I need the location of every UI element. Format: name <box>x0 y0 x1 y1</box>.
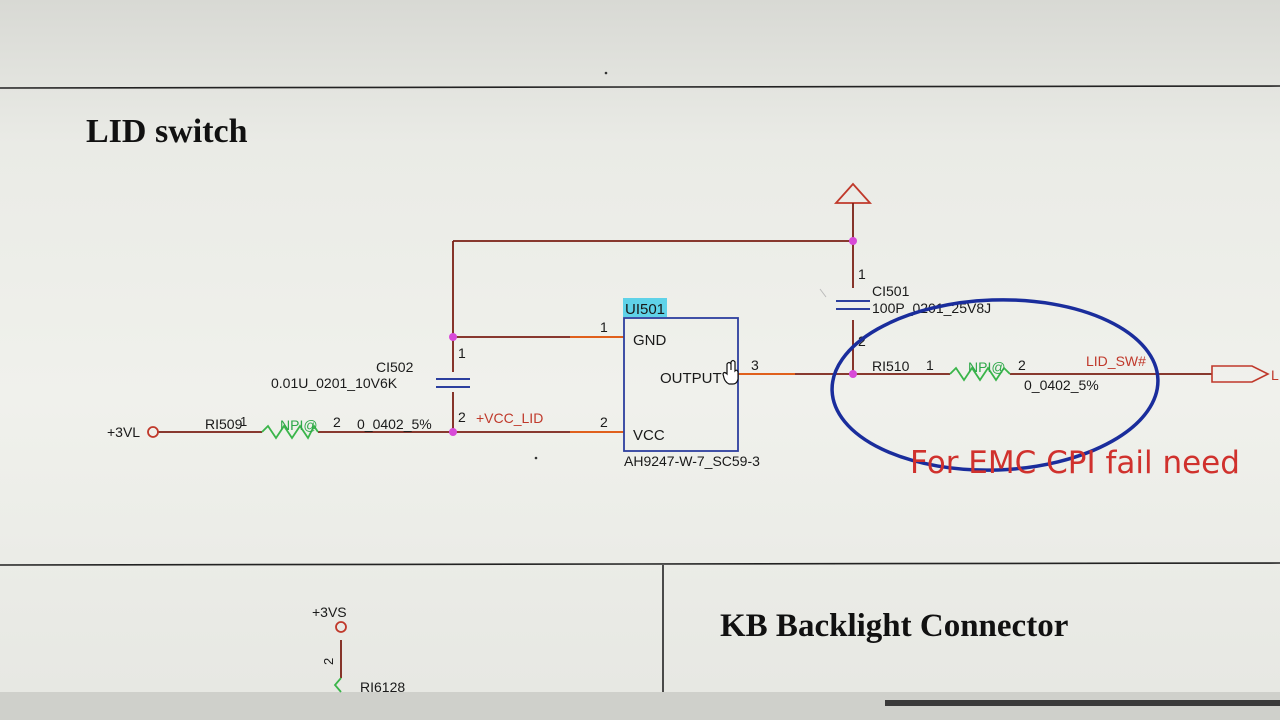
ic-refdes-highlight <box>623 298 667 317</box>
p3vs-label: +3VS <box>312 604 347 620</box>
ri6128-pin2: 2 <box>321 658 336 665</box>
p3vs-power-circle <box>335 621 347 633</box>
junctions <box>449 237 857 436</box>
sheet-border <box>0 85 1280 692</box>
top-border-line <box>0 85 1280 89</box>
cap-ci502-refdes: CI502 <box>376 359 414 375</box>
res-ri510-value: 0_0402_5% <box>1024 377 1099 393</box>
annotation-text: For EMC CPI fail need <box>910 445 1240 481</box>
ic-ui501-body[interactable] <box>623 317 739 452</box>
res-ri509-pin2: 2 <box>333 414 341 430</box>
offpage-connector-label: L <box>1271 367 1279 383</box>
res-ri510-pin1: 1 <box>926 357 934 373</box>
cap-ci501-symbol[interactable] <box>836 300 870 310</box>
net-lid-sw-label: LID_SW# <box>1086 353 1146 369</box>
p3vl-power-circle <box>147 426 159 438</box>
p3vl-label: +3VL <box>107 424 140 440</box>
cap-ci501-refdes: CI501 <box>872 283 910 299</box>
cap-ci502-pin1: 1 <box>458 345 466 361</box>
res-ri6128-symbol[interactable] <box>333 677 342 693</box>
res-ri509-npi: NPI@ <box>280 417 318 433</box>
ic-pin-gnd-label: GND <box>633 332 667 349</box>
net-vcc-lid-label: +VCC_LID <box>476 410 543 426</box>
ic-pin-vcc-label: VCC <box>633 427 665 444</box>
res-ri510-refdes: RI510 <box>872 358 910 374</box>
cap-ci502-pin2: 2 <box>458 409 466 425</box>
grid-dot <box>534 456 538 460</box>
wires <box>157 240 1212 678</box>
junction-dot <box>849 237 857 245</box>
res-ri509-refdes: RI509 <box>205 416 243 432</box>
cap-ci502-symbol[interactable] <box>436 378 470 388</box>
res-ri509-pin1: 1 <box>240 414 247 429</box>
junction-dot <box>849 370 857 378</box>
kb-backlight-title: KB Backlight Connector <box>720 608 1068 644</box>
grid-dot <box>604 71 608 75</box>
res-ri509-symbol[interactable] <box>261 424 319 440</box>
annotation-ellipse <box>830 298 1160 472</box>
junction-dot <box>449 428 457 436</box>
res-ri510-npi: NPI@ <box>968 359 1006 375</box>
ic-part-number: AH9247-W-7_SC59-3 <box>624 453 760 469</box>
junction-dot <box>449 333 457 341</box>
offpage-connector[interactable] <box>1211 365 1270 383</box>
ic-refdes: UI501 <box>625 301 665 318</box>
power-port-triangle <box>833 182 873 204</box>
res-ri510-symbol[interactable] <box>949 366 1011 382</box>
ri6128-refdes: RI6128 <box>360 679 405 695</box>
ic-pin1-number: 1 <box>600 319 608 335</box>
window-scrollbar[interactable] <box>885 700 1280 706</box>
hand-cursor-icon <box>722 359 739 385</box>
ic-pin2-number: 2 <box>600 414 608 430</box>
res-ri509-value: 0_0402_5% <box>357 416 432 432</box>
ic-pin3-number: 3 <box>751 357 759 373</box>
cap-ci501-pin1: 1 <box>858 266 866 282</box>
res-ri510-pin2: 2 <box>1018 357 1026 373</box>
cap-ci502-value: 0.01U_0201_10V6K <box>271 375 398 391</box>
cursor-trace <box>819 288 827 298</box>
lid-switch-title: LID switch <box>86 113 248 150</box>
ic-pin-output-label: OUTPUT <box>660 370 722 387</box>
mid-border-line <box>0 562 1280 566</box>
pin-stubs <box>570 336 795 433</box>
